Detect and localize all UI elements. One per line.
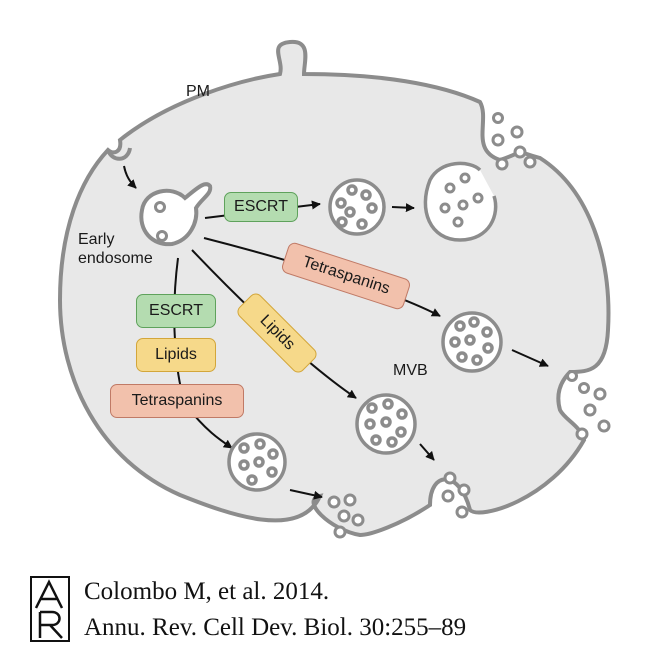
early-endosome-label: Early endosome [78,231,153,267]
escrt-box-stack: ESCRT [136,294,216,328]
mvb-label: MVB [393,362,428,379]
arrow-mvb1-to-exit [391,203,415,213]
exocytosis-bud-bottom [441,471,471,519]
citation-line-1: Colombo M, et al. 2014. [84,578,330,605]
mvb-top [328,178,386,236]
citation-line-2: Annu. Rev. Cell Dev. Biol. 30:255–89 [84,614,467,641]
escrt-box-top: ESCRT [224,192,298,222]
pm-label: PM [186,83,210,100]
bud-top-vesicles [439,172,484,228]
arrow-mvb2-to-exit [419,443,435,461]
arrow-mvb3-to-exit [511,349,549,367]
arrow-pm-to-endosome [123,165,137,189]
exocytosis-bud-bottom-left [327,493,365,539]
mvb-middle [355,393,417,455]
pm-invagination [106,147,132,161]
released-exosomes-top [491,112,537,171]
mvb-bottom-left [227,432,287,492]
endosome-vesicle [156,230,168,242]
early-endosome [139,182,213,247]
exocytosis-bud-right [566,370,611,441]
mvb-right [441,311,503,373]
arrow-mvb4-to-exit [289,489,323,500]
annual-reviews-logo: AR [30,576,70,642]
lipids-box-stack: Lipids [136,338,216,372]
endosome-vesicle [154,201,166,213]
tetraspanins-box-stack: Tetraspanins [110,384,244,418]
